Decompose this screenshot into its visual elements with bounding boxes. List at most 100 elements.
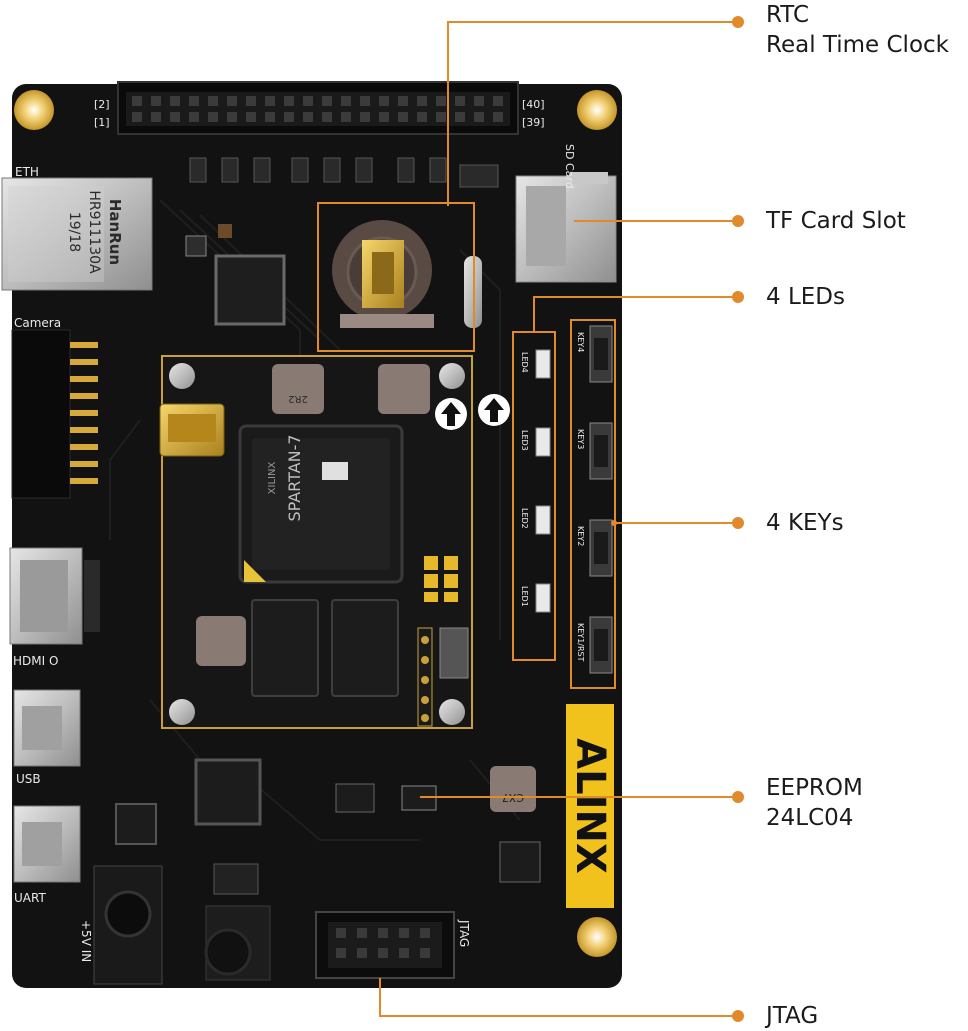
jtag-pin <box>420 928 430 938</box>
leds-callout-line <box>533 296 738 332</box>
header-pin <box>151 112 161 122</box>
header-pin <box>265 96 275 106</box>
label-usb: USB <box>16 772 41 786</box>
header-pin <box>170 96 180 106</box>
usb-connector <box>13 689 81 767</box>
header-pin <box>493 112 503 122</box>
header-pin <box>379 96 389 106</box>
svg-text:2R2: 2R2 <box>288 393 308 404</box>
header-pin <box>303 96 313 106</box>
mount-hole-tr <box>577 90 617 130</box>
camera-pin <box>70 444 98 450</box>
callout-dots <box>611 16 744 1022</box>
header-pin <box>227 112 237 122</box>
brand-label: ALINX <box>567 738 613 874</box>
header-pin <box>170 112 180 122</box>
header-pin <box>341 112 351 122</box>
alinx-logo: ALINX <box>566 704 614 908</box>
key-label: KEY1/RST <box>576 623 585 662</box>
key-cap <box>594 532 608 564</box>
rtc-battery-holder <box>332 220 434 328</box>
header-pin <box>227 96 237 106</box>
key-label: KEY3 <box>576 429 585 449</box>
header-pin <box>189 112 199 122</box>
fpga-chip: SPARTAN-7 XILINX <box>238 424 404 584</box>
led-label: LED4 <box>520 352 529 373</box>
jtag-callout: JTAG <box>766 1003 819 1029</box>
header-pin <box>151 96 161 106</box>
header-pin2-label: [2] <box>94 98 110 111</box>
header-pin <box>189 96 199 106</box>
power-inductor: CX7 <box>490 766 536 812</box>
header-pin <box>132 112 142 122</box>
led-label: LED2 <box>520 508 529 529</box>
rtc-highlight-box <box>317 202 475 352</box>
header-pin <box>493 96 503 106</box>
key-cap <box>594 629 608 661</box>
key-cap <box>594 435 608 467</box>
jtag-pin <box>336 948 346 958</box>
camera-pin <box>70 376 98 382</box>
power-switch <box>204 905 271 981</box>
header-pin <box>208 112 218 122</box>
rtc-callout: RTC Real Time Clock <box>766 0 949 60</box>
key-label: KEY4 <box>576 332 585 352</box>
eth-brand: HanRun <box>106 199 124 265</box>
usb-bridge-chip <box>194 758 262 826</box>
fpga-family-label: SPARTAN-7 <box>285 434 304 521</box>
header-pin <box>341 96 351 106</box>
eth-model: HR911130A <box>86 190 102 274</box>
jtag-pin <box>399 928 409 938</box>
led-3 <box>535 427 551 457</box>
jtag-pin <box>420 948 430 958</box>
eeprom-callout-title: EEPROM <box>766 775 863 801</box>
ddr-chip-2 <box>331 599 399 697</box>
header-pin <box>455 112 465 122</box>
header-pin <box>379 112 389 122</box>
header-pin <box>417 112 427 122</box>
header-pin <box>265 112 275 122</box>
ethernet-jack: HanRun HR911130A 19/18 <box>1 177 153 291</box>
led-2 <box>535 505 551 535</box>
jtag-callout-line <box>379 978 738 1017</box>
rtc-callout-subtitle: Real Time Clock <box>766 32 949 58</box>
led-label: LED1 <box>520 586 529 607</box>
jtag-pin <box>399 948 409 958</box>
module-reset-button <box>439 627 469 679</box>
uart-connector <box>13 805 81 883</box>
rtc-callout-line <box>447 21 738 206</box>
key-cap <box>594 338 608 370</box>
camera-pin <box>70 410 98 416</box>
leds-callout: 4 LEDs <box>766 284 845 310</box>
ethernet-phy-chip <box>214 254 286 326</box>
led-4 <box>535 349 551 379</box>
header-pin <box>360 112 370 122</box>
jtag-pin <box>357 928 367 938</box>
rtc-callout-title: RTC <box>766 2 810 28</box>
ddr-chip-1 <box>251 599 319 697</box>
jtag-pin <box>378 928 388 938</box>
camera-pin <box>70 342 98 348</box>
power-jack <box>93 865 163 985</box>
camera-pin <box>70 461 98 467</box>
label-sd-card: SD Card <box>563 144 576 189</box>
inductor-2 <box>378 364 430 414</box>
header-pin <box>474 112 484 122</box>
jtag-connector <box>315 911 455 979</box>
header-pin <box>303 112 313 122</box>
keys-highlight-box <box>570 319 616 689</box>
eeprom-callout-part: 24LC04 <box>766 805 854 831</box>
header-pin <box>284 96 294 106</box>
jtag-pin <box>357 948 367 958</box>
header-pin <box>246 112 256 122</box>
led-1 <box>535 583 551 613</box>
header-pin1-label: [1] <box>94 116 110 129</box>
key-label: KEY2 <box>576 526 585 546</box>
label-eth: ETH <box>15 165 39 179</box>
label-power: +5V IN <box>79 920 93 962</box>
hdmi-connector <box>9 547 100 645</box>
small-component <box>213 863 259 895</box>
led-label: LED3 <box>520 430 529 451</box>
mount-hole-tl <box>14 90 54 130</box>
